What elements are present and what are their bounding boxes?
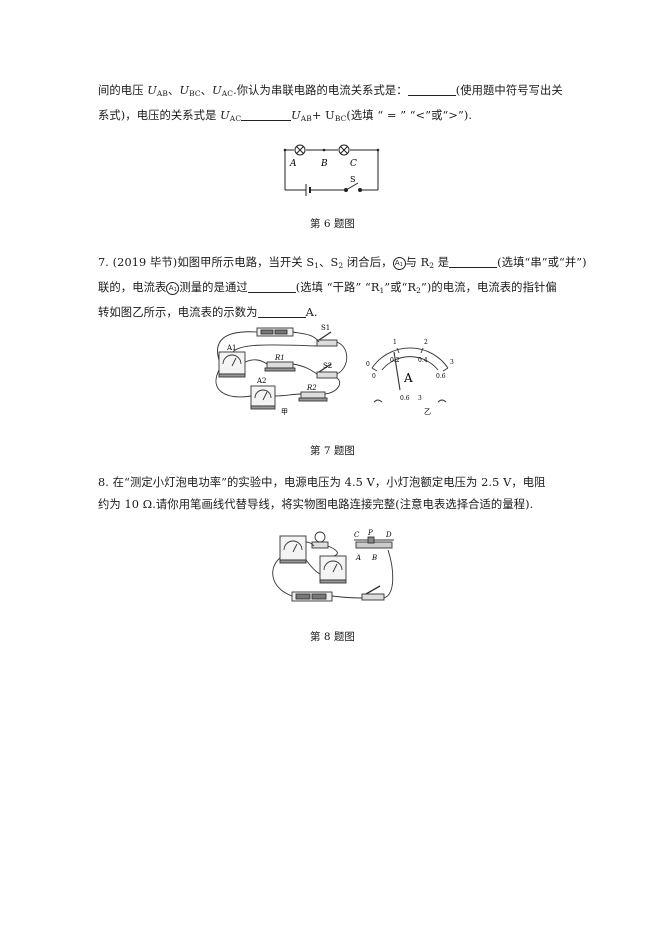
label-s: S [350, 175, 355, 184]
label-s1: S1 [321, 324, 330, 332]
tick-bot-0: 0 [372, 373, 376, 380]
q8-line-2: 约为 10 Ω.请你用笔画线代替导线，将实物图电路连接完整(注意电表选择合适的量… [98, 498, 534, 511]
slider-p-icon [367, 536, 375, 544]
resistor-r1-icon [266, 361, 294, 369]
q6-line-1: 间的电压 UAB、UBC、UAC.你认为串联电路的电流关系式是：(使用题中符号写… [98, 82, 563, 98]
q8-caption: 第 8 题图 [310, 631, 355, 643]
label-a1: A1 [226, 344, 237, 352]
figure-7-yi-dial: 0 1 2 3 0 0.2 0.4 0.6 A 0.6 3 乙 [366, 339, 454, 416]
q7-blank-2[interactable] [247, 279, 296, 293]
lamp-holder-icon [311, 541, 329, 549]
label-a: A [355, 554, 361, 562]
needle [393, 351, 401, 391]
lamp-2-icon [338, 144, 350, 156]
lamp-1-icon [294, 144, 306, 156]
q6-blank-1[interactable] [407, 82, 456, 96]
terminal-3: 3 [418, 395, 422, 402]
unit-a: A [403, 371, 413, 385]
q7-caption: 第 7 题图 [310, 445, 355, 457]
figure-8-circuit: C P D A B [272, 529, 394, 602]
label-yi: 乙 [424, 408, 431, 416]
figure-6-circuit: A B C S [283, 144, 380, 196]
label-p: P [367, 529, 373, 537]
q8-line-1: 8. 在“测定小灯泡电功率”的实验中，电源电压为 4.5 V，小灯泡额定电压为 … [98, 476, 546, 489]
switch-icon [361, 593, 385, 601]
figure-7-jia: A1 A2 R1 R2 S1 S2 甲 [215, 324, 348, 416]
label-c: C [350, 159, 357, 169]
tick-bot-04: 0.4 [418, 357, 428, 364]
switch-icon [345, 182, 359, 191]
label-r2: R2 [306, 384, 317, 392]
q8-text: 8. 在“测定小灯泡电功率”的实验中，电源电压为 4.5 V，小灯泡额定电压为 … [98, 472, 568, 516]
dial-arc [371, 347, 449, 369]
switch-s2-icon [316, 371, 338, 379]
label-r1: R1 [274, 354, 285, 362]
q7-blank-1[interactable] [449, 254, 498, 268]
lamp-icon [314, 531, 326, 543]
q6-blank-2[interactable] [241, 107, 292, 121]
tick-top-3: 3 [450, 359, 454, 366]
ammeter-a2-icon [250, 385, 276, 407]
tick-bot-02: 0.2 [390, 357, 400, 364]
label-a: A [289, 159, 297, 169]
label-d: D [385, 531, 392, 539]
tick-top-0: 0 [366, 361, 370, 368]
label-b: B [371, 554, 377, 562]
resistor-r2-icon [300, 391, 326, 399]
ammeter-a1-symbol: A1 [392, 257, 406, 270]
label-jia: 甲 [281, 408, 288, 416]
ammeter-a1-symbol-2: A1 [166, 282, 180, 295]
tick-top-1: 1 [393, 339, 397, 346]
q7-blank-3[interactable] [257, 304, 306, 318]
q6-caption: 第 6 题图 [310, 218, 355, 230]
label-a2: A2 [256, 377, 267, 385]
label-s2: S2 [323, 362, 332, 370]
label-c: C [354, 531, 360, 539]
tick-top-2: 2 [424, 339, 428, 346]
switch-s1-icon [316, 339, 338, 347]
q6-text: 间的电压 UAB、UBC、UAC.你认为串联电路的电流关系式是：(使用题中符号写… [98, 80, 568, 130]
label-b: B [320, 159, 328, 169]
terminal-06: 0.6 [400, 395, 410, 402]
tick-bot-06: 0.6 [436, 373, 446, 380]
